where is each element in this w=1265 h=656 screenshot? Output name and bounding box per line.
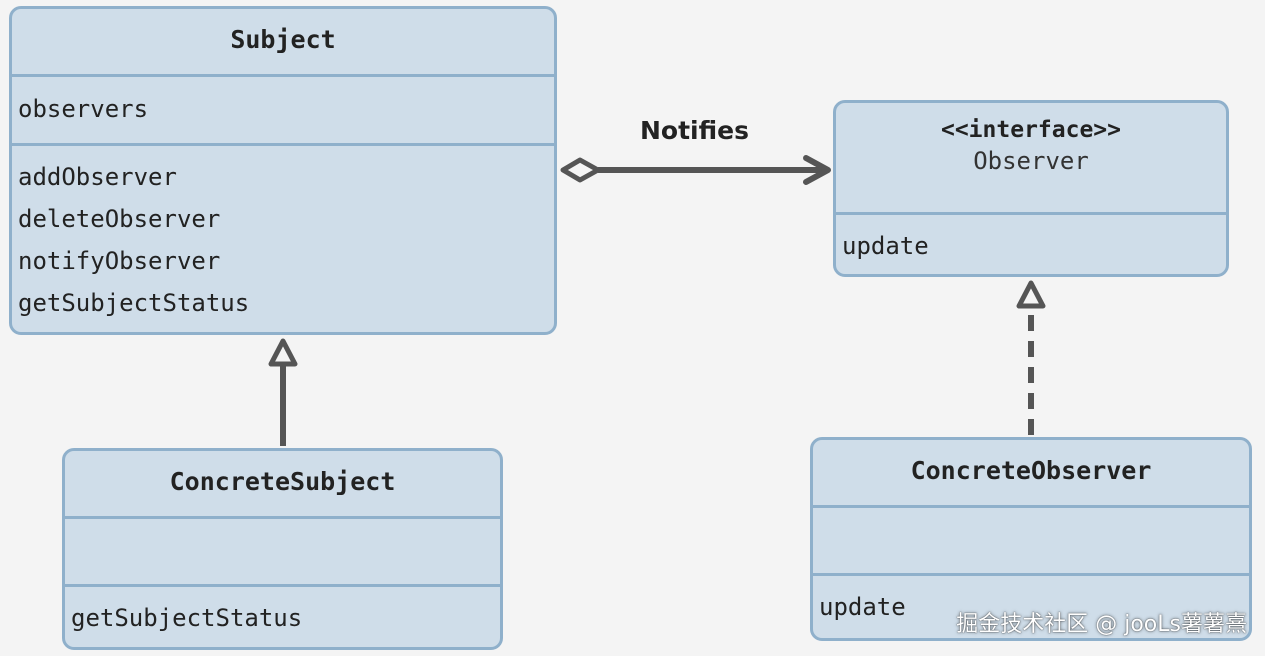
subject-operations: addObserver deleteObserver notifyObserve… [12,143,554,324]
subject-name-compartment: Subject [12,9,554,74]
interface-stereotype: <<interface>> [940,117,1121,143]
hollow-triangle-arrowhead [1016,280,1046,309]
observer-interface[interactable]: <<interface>> Observer update [833,100,1229,277]
class-name: ConcreteSubject [169,467,396,496]
operation-update: update [819,593,906,621]
concrete-observer-attributes [813,505,1249,573]
subject-class[interactable]: Subject observers addObserver deleteObse… [9,6,557,335]
attribute-observers: observers [18,95,149,123]
concrete-subject-attributes [65,516,500,584]
concrete-subject-name-compartment: ConcreteSubject [65,451,500,516]
concrete-observer-class[interactable]: ConcreteObserver update [810,437,1252,641]
concrete-observer-operations: update [813,573,1249,628]
operation-delete-observer: deleteObserver [18,205,221,233]
concrete-subject-operations: getSubjectStatus [65,584,500,639]
subject-generalization-edge [268,338,298,446]
operation-add-observer: addObserver [18,163,177,191]
hollow-triangle-arrowhead [268,338,298,367]
notifies-aggregation-edge [560,155,831,185]
observer-operations: update [836,212,1226,267]
observer-realization-edge [1016,280,1046,435]
watermark: 掘金技术社区 @ jooLs薯薯熹 [956,612,1247,637]
operation-notify-observer: notifyObserver [18,247,221,275]
concrete-observer-name-compartment: ConcreteObserver [813,440,1249,505]
interface-name: Observer [973,147,1089,175]
subject-attributes: observers [12,74,554,143]
notifies-label: Notifies [640,116,749,145]
operation-get-subject-status: getSubjectStatus [18,289,250,317]
concrete-subject-class[interactable]: ConcreteSubject getSubjectStatus [62,448,503,650]
class-name: ConcreteObserver [910,456,1152,485]
operation-get-subject-status: getSubjectStatus [71,604,303,632]
class-name: Subject [230,25,336,54]
aggregation-diamond [560,157,601,183]
observer-name-compartment: <<interface>> Observer [836,103,1226,212]
open-arrowhead [803,155,831,185]
operation-update: update [842,232,929,260]
